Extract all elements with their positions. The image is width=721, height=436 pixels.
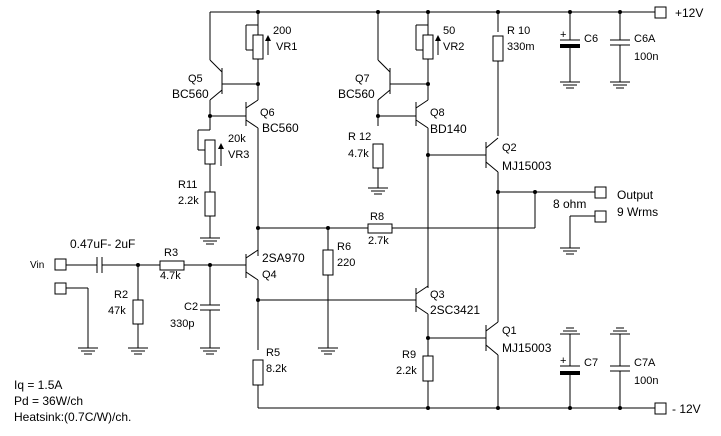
q3-part: 2SC3421 (430, 303, 480, 317)
q8-part: BD140 (430, 122, 467, 136)
q4-ref: Q4 (262, 269, 277, 281)
c7a-capacitor: C7A 100n (610, 327, 658, 408)
c6a-capacitor: C6A 100n (610, 33, 658, 89)
q7-part: BC560 (338, 87, 375, 101)
vr1-ref: VR1 (276, 41, 297, 53)
r6-ref: R6 (337, 241, 351, 253)
q7-transistor: Q7 BC560 (338, 59, 430, 126)
r11-ref: R11 (178, 179, 197, 191)
negative-rail: - 12V (258, 402, 701, 416)
q3-ref: Q3 (430, 289, 445, 301)
q2-part: MJ15003 (502, 159, 552, 173)
load-label: 8 ohm (553, 197, 586, 211)
q4-transistor: 2SA970 Q4 (245, 249, 305, 350)
r2-resistor: R2 47k (108, 265, 148, 355)
vr3-value: 20k (228, 133, 246, 145)
negative-rail-label: - 12V (672, 402, 701, 416)
c6-ref: C6 (584, 33, 598, 45)
r3-ref: R3 (164, 247, 178, 259)
q4-part: 2SA970 (262, 251, 305, 265)
r12-ref: R 12 (348, 131, 371, 143)
input-cap-label: 0.47uF- 2uF (70, 237, 135, 251)
r12-resistor: R 12 4.7k (348, 131, 388, 195)
input-ground (54, 282, 98, 355)
r5-ref: R5 (266, 347, 280, 359)
c6-plus: + (560, 29, 566, 41)
q6-part: BC560 (262, 121, 299, 135)
r6-value: 220 (337, 257, 355, 269)
r11-resistor: R11 2.2k (178, 179, 220, 245)
q1-part: MJ15003 (502, 341, 552, 355)
q6-transistor: Q6 BC560 (208, 84, 299, 256)
q2-ref: Q2 (502, 142, 517, 154)
q8-transistor: Q8 BD140 (376, 84, 467, 288)
r6-resistor: R6 220 (318, 228, 355, 355)
input-stage: Vin 0.47uF- 2uF R3 4.7k (30, 237, 246, 282)
c7-ref: C7 (584, 357, 598, 369)
vr1-potentiometer: 200 VR1 (245, 24, 297, 85)
output-node: Output 9 Wrms 8 ohm (498, 186, 658, 255)
q5-transistor: Q5 BC560 (172, 59, 260, 116)
r10-ref: R 10 (507, 25, 530, 37)
q2-transistor: Q2 MJ15003 (428, 137, 552, 322)
c7a-value: 100n (634, 375, 658, 387)
r12-value: 4.7k (348, 148, 369, 160)
negative-rail-terminal (654, 402, 667, 415)
positive-rail: +12V (209, 6, 703, 60)
note-heatsink: Heatsink:(0.7C/W)/ch. (14, 410, 131, 424)
q5-part: BC560 (172, 87, 209, 101)
q8-ref: Q8 (430, 107, 445, 119)
c7a-ref: C7A (634, 357, 656, 369)
c6a-ref: C6A (634, 33, 656, 45)
r5-resistor: R5 8.2k (252, 347, 287, 408)
positive-rail-terminal (654, 6, 667, 19)
input-ground-terminal (54, 282, 67, 295)
vr1-value: 200 (273, 25, 291, 37)
positive-rail-label: +12V (675, 6, 703, 20)
output-label: Output (617, 188, 654, 202)
r2-value: 47k (108, 305, 126, 317)
q3-transistor: Q3 2SC3421 (415, 285, 480, 356)
vr2-ref: VR2 (443, 41, 464, 53)
r10-resistor: R 10 330m (492, 25, 535, 136)
vr2-potentiometer: 50 VR2 (415, 24, 464, 85)
output-terminal (594, 186, 607, 199)
c6a-value: 100n (634, 51, 658, 63)
c6-capacitor: + C6 (560, 29, 598, 89)
c7-plus: + (560, 355, 566, 367)
r11-value: 2.2k (178, 195, 199, 207)
note-iq: Iq = 1.5A (14, 378, 62, 392)
vas-to-q3-link (256, 298, 416, 302)
r5-value: 8.2k (266, 363, 287, 375)
vr3-ref: VR3 (228, 149, 249, 161)
r9-value: 2.2k (396, 365, 417, 377)
note-pd: Pd = 36W/ch (14, 394, 83, 408)
output-power: 9 Wrms (617, 205, 658, 219)
vin-terminal (54, 258, 67, 271)
vin-label: Vin (30, 260, 44, 271)
q7-ref: Q7 (355, 73, 370, 85)
r8-value: 2.7k (368, 235, 389, 247)
vr3-potentiometer: 20k VR3 (197, 116, 249, 195)
r10-value: 330m (507, 41, 535, 53)
r3-value: 4.7k (160, 270, 181, 282)
q6-ref: Q6 (260, 107, 275, 119)
c2-value: 330p (170, 318, 194, 330)
vr2-value: 50 (443, 25, 455, 37)
r2-ref: R2 (114, 289, 128, 301)
q1-transistor: Q1 MJ15003 (428, 321, 552, 408)
q5-ref: Q5 (188, 73, 203, 85)
r9-resistor: R9 2.2k (396, 349, 434, 408)
r8-ref: R8 (370, 211, 384, 223)
c7-capacitor: + C7 (560, 327, 598, 408)
output-ground-terminal (594, 210, 607, 223)
c2-capacitor: C2 330p (170, 265, 220, 355)
feedback-network: R8 2.7k (256, 211, 535, 247)
c2-ref: C2 (184, 301, 198, 313)
design-notes: Iq = 1.5A Pd = 36W/ch Heatsink:(0.7C/W)/… (14, 378, 131, 424)
q1-ref: Q1 (502, 325, 517, 337)
r9-ref: R9 (402, 349, 416, 361)
